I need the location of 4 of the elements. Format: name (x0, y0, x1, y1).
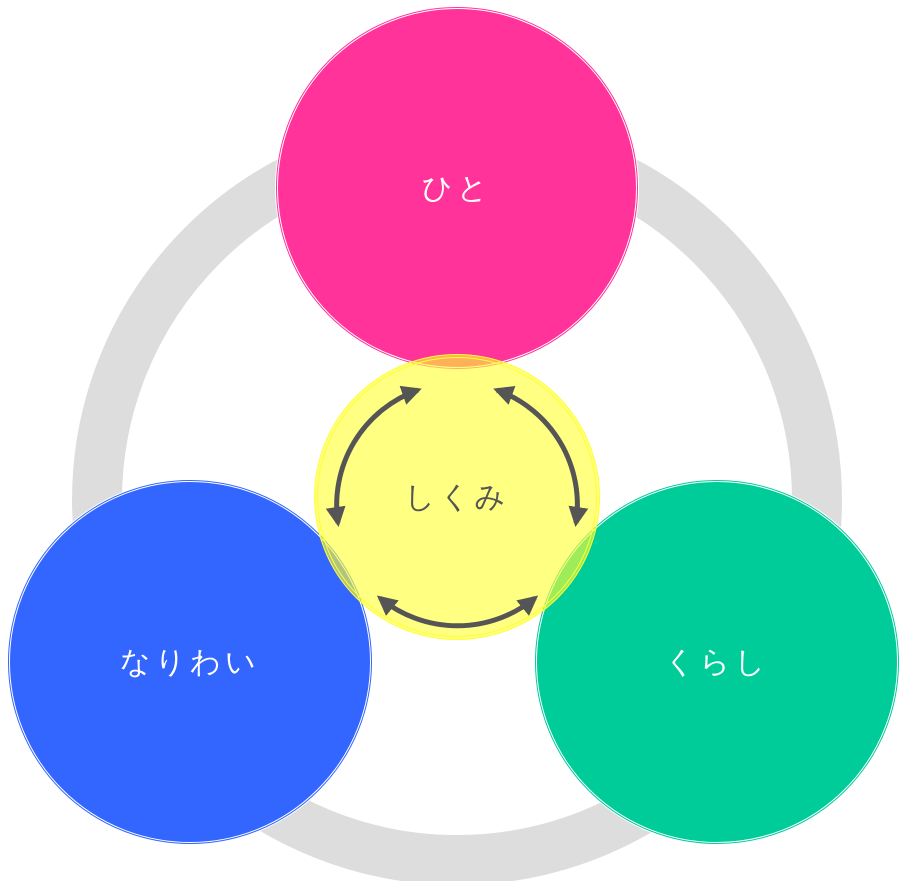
node-label: なりわい (120, 644, 260, 682)
node-label: しくみ (404, 478, 510, 516)
node-label: くらし (664, 644, 770, 682)
node-label: ひと (422, 170, 492, 208)
